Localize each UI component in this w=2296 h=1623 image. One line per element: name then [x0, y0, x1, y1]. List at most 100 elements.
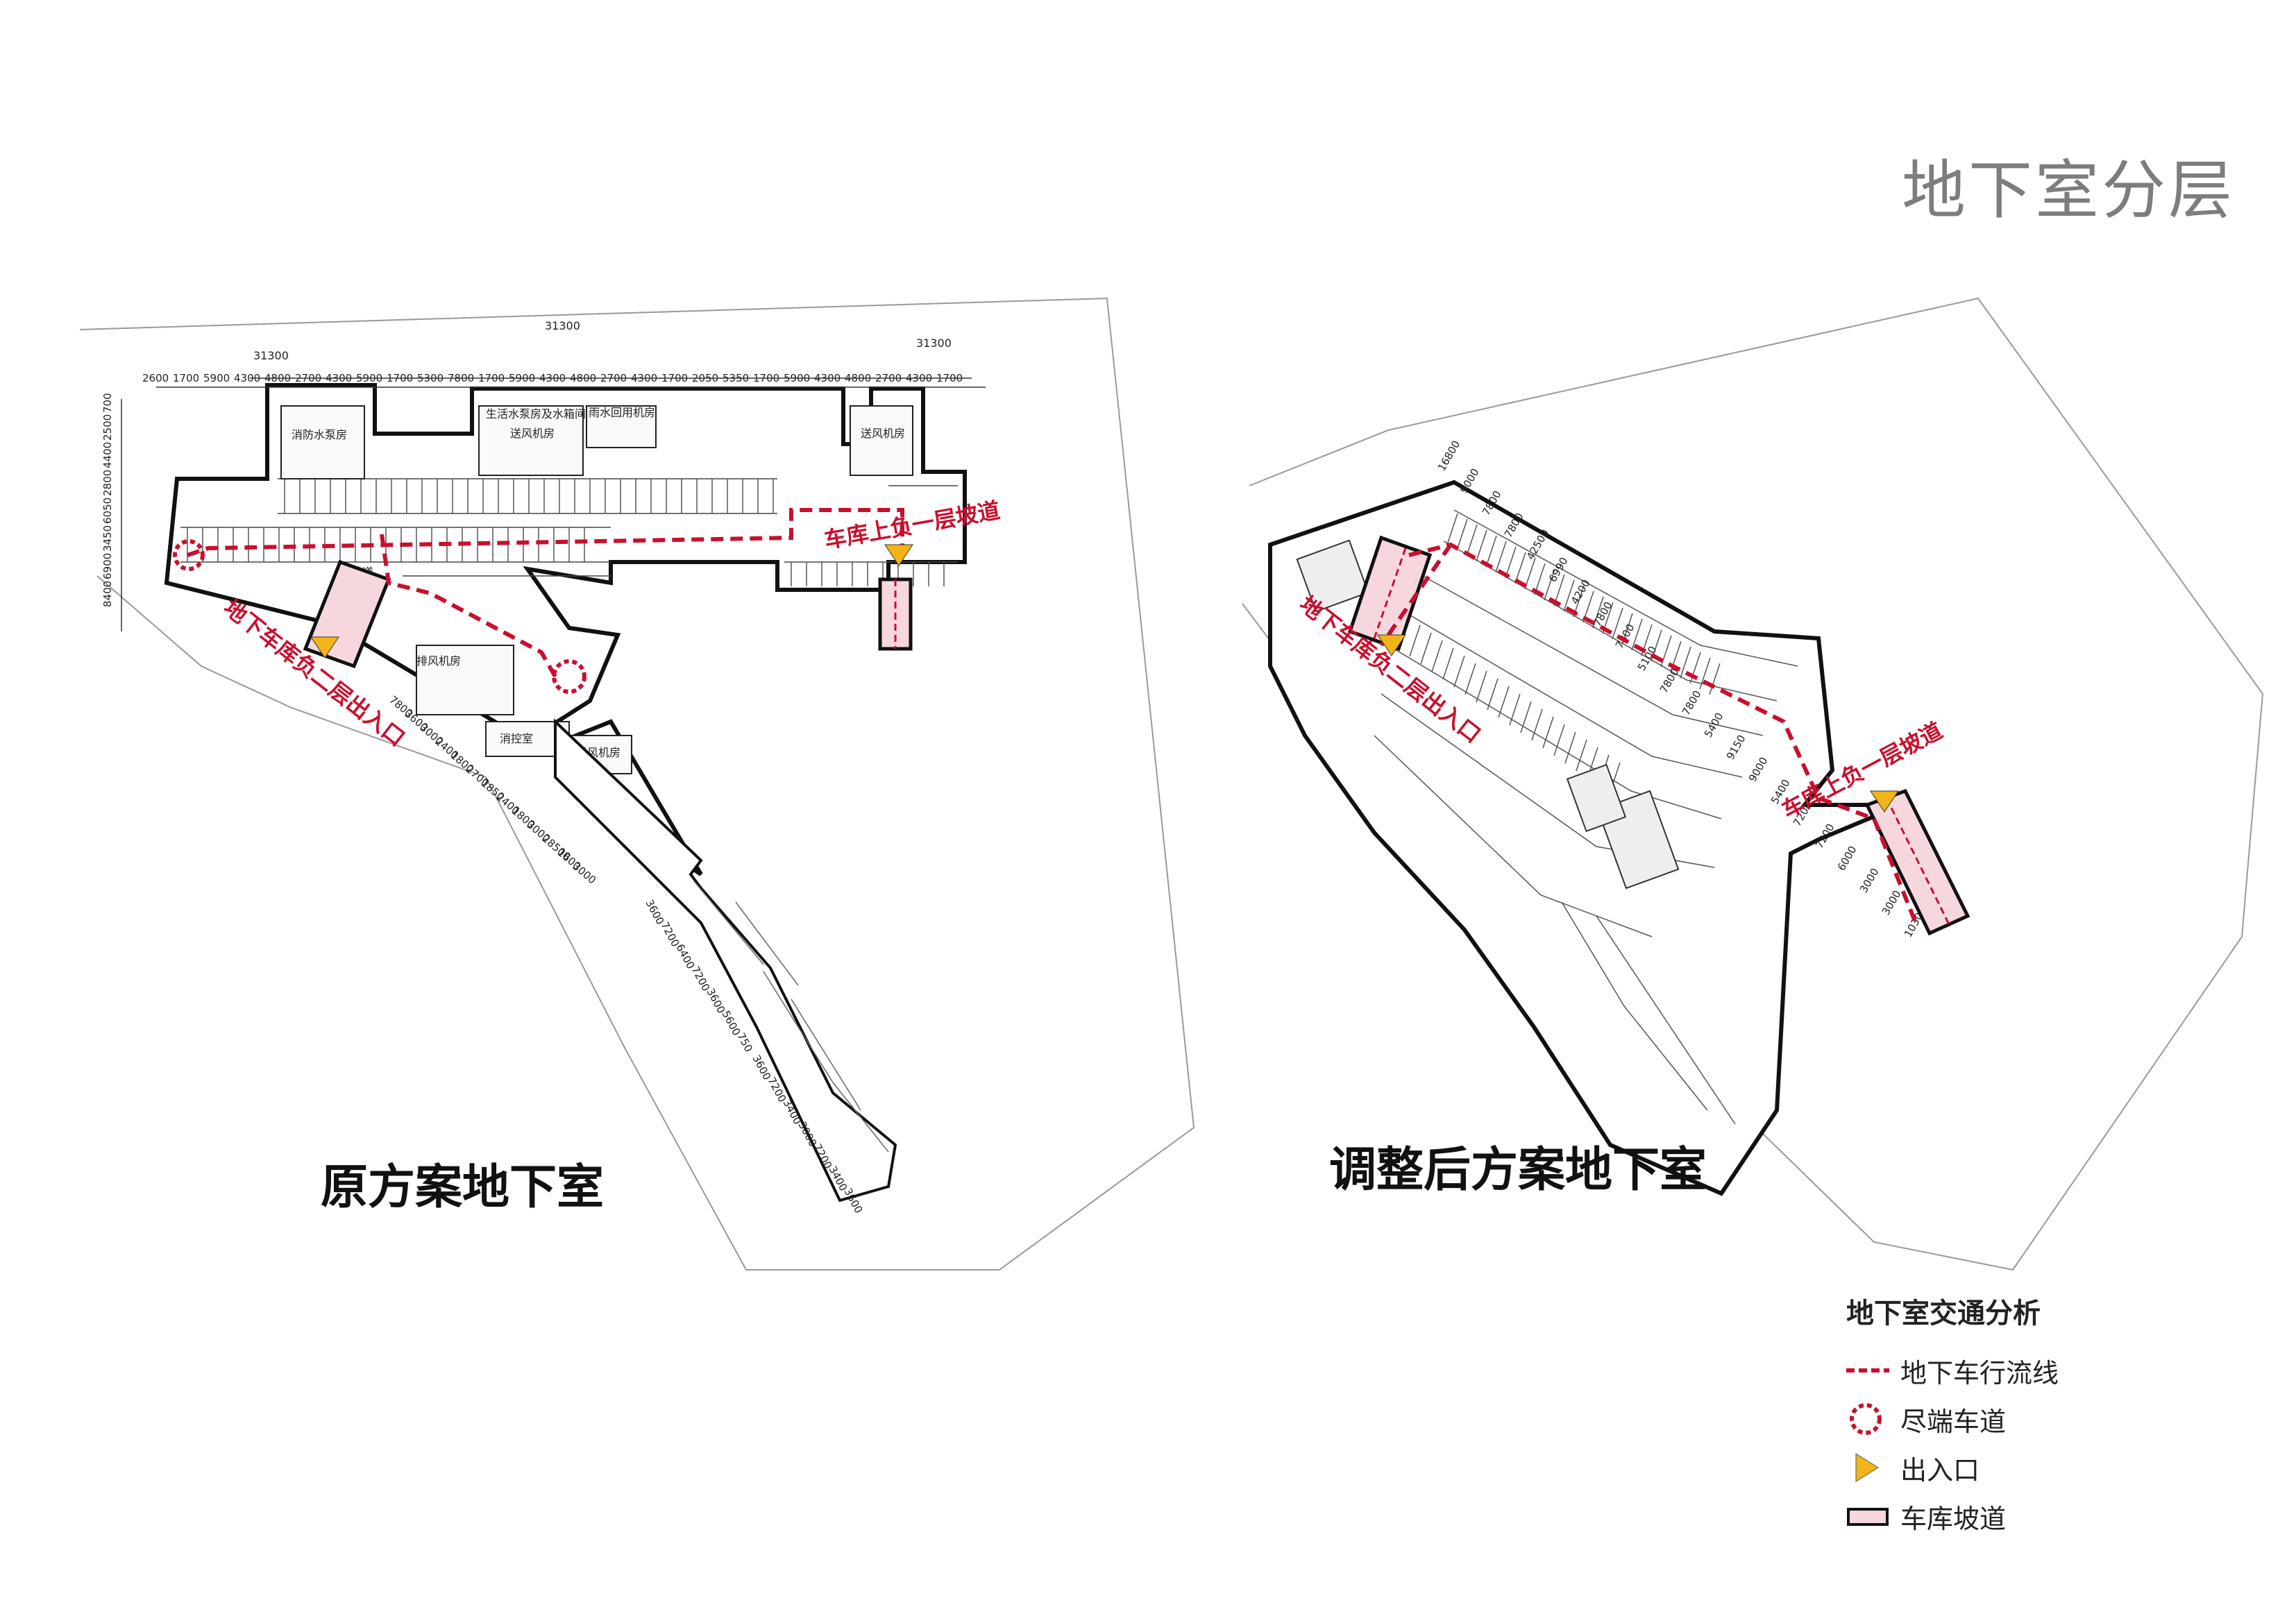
- legend-item-ramp: 车库坡道: [1846, 1492, 2263, 1540]
- original-flow-path: [187, 508, 904, 557]
- dimension-label: 2800: [101, 470, 114, 496]
- original-site-boundary: [79, 297, 1195, 1271]
- legend-label: 地下车行流线: [1900, 1357, 2059, 1388]
- room-label: 雨水回用机房: [589, 406, 655, 419]
- parking-stall: [1466, 524, 1478, 556]
- dimension-label: 4400: [101, 442, 114, 468]
- dimension-label: 4300: [234, 372, 260, 384]
- parking-stall: [1464, 663, 1476, 695]
- page-title: 地下室分层: [1902, 153, 2236, 228]
- legend-item-exit: 出入口: [1846, 1443, 2263, 1492]
- parking-stall: [1409, 624, 1421, 657]
- parking-stall: [1544, 568, 1555, 601]
- dimension-label: 9000: [1458, 466, 1482, 495]
- adjusted-exit-triangle-icon: [1870, 790, 1899, 813]
- original-tail-wing: [554, 718, 897, 1203]
- parking-stall: [1680, 646, 1691, 679]
- dimension-label: 6000: [1835, 844, 1859, 873]
- adjusted-core-rooms: [1296, 539, 1680, 890]
- original-dim-lines: [121, 377, 986, 631]
- dimension-label: 1700: [173, 372, 199, 384]
- dimension-label: 2500: [101, 414, 114, 441]
- legend-label: 车库坡道: [1900, 1503, 2007, 1534]
- parking-stall: [1505, 546, 1517, 579]
- adjusted-ramp-left: [1347, 535, 1433, 652]
- original-dead-end-circle: [173, 539, 205, 571]
- legend-label: 尽端车道: [1900, 1406, 2007, 1437]
- parking-stall: [1431, 640, 1443, 672]
- parking-stall: [1514, 552, 1526, 584]
- original-tail-ticks: [693, 881, 889, 1153]
- parking-stall: [1485, 535, 1497, 568]
- room-label: 排风机房: [416, 654, 461, 668]
- parking-stall: [1576, 739, 1587, 772]
- parking-stall: [1476, 529, 1487, 562]
- original-top-dims: 31300 31300 31300: [253, 319, 952, 362]
- parking-stall: [1520, 701, 1532, 733]
- top-dim: 31300: [253, 349, 289, 362]
- parking-stall: [1709, 663, 1721, 695]
- room-label: 消防水泵房: [292, 428, 347, 441]
- legend-item-flow: 地下车行流线: [1846, 1346, 2263, 1395]
- parking-stall: [1631, 618, 1643, 651]
- dimension-label: 6050: [101, 498, 114, 524]
- original-service-rooms: [280, 405, 913, 774]
- parking-stall: [1442, 647, 1454, 680]
- parking-stall: [1564, 731, 1576, 764]
- parking-stall: [1524, 557, 1536, 590]
- top-dim: 31300: [916, 337, 952, 350]
- original-dead-end-circle: [552, 659, 586, 694]
- parking-stall: [1699, 657, 1711, 690]
- parking-stall: [1476, 670, 1487, 703]
- parking-stall: [1495, 541, 1507, 573]
- parking-stall: [1487, 678, 1499, 711]
- room-label: 送风机房: [510, 427, 555, 440]
- legend-label: 出入口: [1900, 1454, 1980, 1486]
- legend-item-dead-end: 尽端车道: [1846, 1395, 2263, 1443]
- parking-stall: [1660, 635, 1672, 668]
- parking-stall: [1612, 607, 1623, 640]
- original-stall-ticks: [187, 479, 945, 586]
- original-exit-triangle-icon: [310, 636, 339, 658]
- parking-stall: [1689, 652, 1701, 684]
- parking-stall: [1509, 693, 1521, 726]
- pink-rectangle-icon: [1846, 1495, 1895, 1537]
- dimension-label: 3000: [1880, 888, 1904, 917]
- room-label: 消控室: [500, 732, 533, 745]
- dimension-label: 3000: [1857, 866, 1882, 895]
- dimension-label: 6900: [101, 553, 114, 579]
- dimension-label: 3450: [101, 525, 114, 552]
- parking-stall: [1553, 724, 1565, 756]
- parking-stall: [1542, 716, 1554, 749]
- legend: 地下室交通分析 地下车行流线 尽端车道 出入口 车库坡道: [1846, 1291, 2263, 1540]
- adjusted-exit-triangle-icon: [1377, 634, 1406, 656]
- parking-stall: [1446, 513, 1458, 545]
- dimension-label: 700: [101, 393, 114, 413]
- adjusted-flow-path-left: [1379, 543, 1453, 647]
- dotted-circle-icon: [1846, 1398, 1895, 1440]
- adjusted-plan-caption: 调整后方案地下室: [1329, 1143, 1707, 1198]
- parking-stall: [1498, 686, 1510, 718]
- room-label: 送风机房: [861, 427, 905, 440]
- parking-stall: [1563, 579, 1575, 612]
- yellow-triangle-icon: [1846, 1447, 1895, 1488]
- original-exit-triangle-icon: [884, 544, 913, 566]
- dashed-line-icon: [1846, 1350, 1895, 1391]
- original-building-outline: [164, 383, 967, 876]
- dimension-label: 8400: [101, 581, 114, 607]
- legend-title: 地下室交通分析: [1846, 1298, 2041, 1329]
- parking-stall: [1453, 655, 1465, 688]
- top-dim: 31300: [545, 319, 580, 332]
- dimension-label: 5900: [203, 372, 230, 384]
- parking-stall: [1531, 708, 1543, 741]
- room-label: 生活水泵房及水箱间: [486, 407, 586, 420]
- parking-stall: [1420, 632, 1432, 665]
- original-ramp-upper: [878, 577, 913, 651]
- dimension-label: 2600: [142, 372, 169, 384]
- dimension-label: 16800: [1435, 439, 1462, 473]
- parking-stall: [1456, 518, 1468, 551]
- adjusted-building-outline: [1268, 479, 1903, 1196]
